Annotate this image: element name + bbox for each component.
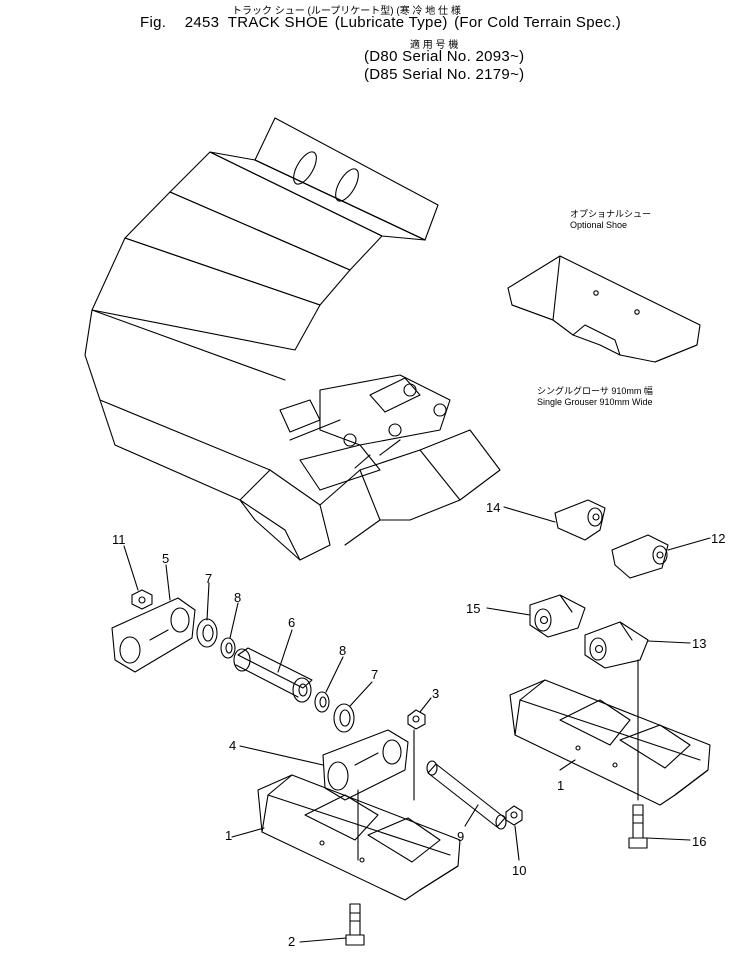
- part-11-nut: [132, 590, 152, 609]
- part-3-nut: [408, 710, 425, 729]
- serial-d85: (D85 Serial No. 2179~): [364, 66, 525, 83]
- callout-6: 6: [288, 615, 295, 630]
- callout-8-left: 8: [234, 590, 241, 605]
- type-paren: (Lubricate Type): [334, 14, 448, 31]
- part-8-spacer-right: [315, 692, 329, 712]
- callout-7-left: 7: [205, 571, 212, 586]
- grouser-label: Single Grouser 910mm Wide: [537, 397, 653, 407]
- leader-7-left: [207, 583, 209, 620]
- leader-5: [166, 565, 170, 600]
- header-kana-line: トラック シュー (ループリケート型) (寒 冷 地 仕 様: [232, 6, 461, 17]
- leader-16: [647, 838, 690, 840]
- callout-4: 4: [229, 738, 236, 753]
- callout-12: 12: [711, 531, 725, 546]
- part-4-link: [323, 730, 408, 800]
- callout-1-left: 1: [225, 828, 232, 843]
- callout-14: 14: [486, 500, 500, 515]
- grouser-kana: シングルグローサ 910mm 幅: [537, 385, 653, 396]
- part-7-seal-right: [334, 704, 354, 732]
- leader-1-right: [560, 760, 575, 770]
- leader-8-left: [230, 603, 238, 638]
- part-16-bolt: [629, 805, 647, 848]
- applicable-kana: 適 用 号 機: [410, 40, 459, 51]
- callout-labels: 11 5 7 8 6 8 7 3 4 1 9 10 2 14 12 15 13 …: [112, 500, 725, 949]
- optional-shoe-label: Optional Shoe: [570, 220, 627, 230]
- callout-13: 13: [692, 636, 706, 651]
- part-12-shim: [612, 535, 668, 578]
- optional-shoe: [508, 256, 700, 362]
- fig-number: 2453: [184, 14, 220, 31]
- callout-11: 11: [112, 532, 126, 547]
- part-1-shoe-right: [510, 680, 710, 805]
- leader-1-left: [232, 828, 264, 837]
- part-2-bolt: [346, 904, 364, 945]
- leader-9: [465, 805, 478, 826]
- callout-9: 9: [457, 829, 464, 844]
- callout-10: 10: [512, 863, 526, 878]
- part-13-shim: [585, 622, 648, 668]
- leader-8-right: [326, 657, 343, 692]
- serial-d80: (D80 Serial No. 2093~): [364, 48, 525, 65]
- leader-15: [487, 608, 530, 615]
- sprocket-track-assembly: [85, 118, 500, 560]
- part-9-pin: [427, 761, 506, 829]
- callout-5: 5: [162, 551, 169, 566]
- fig-label: Fig.: [140, 14, 167, 31]
- part-7-seal-left: [197, 619, 217, 647]
- callout-8-right: 8: [339, 643, 346, 658]
- spec-paren: (For Cold Terrain Spec.): [454, 14, 622, 31]
- callout-2: 2: [288, 934, 295, 949]
- part-10-nut: [506, 806, 522, 825]
- leader-12: [668, 538, 710, 550]
- leader-4: [240, 746, 323, 765]
- leader-3: [420, 698, 431, 712]
- figure-title: TRACK SHOE: [227, 14, 329, 31]
- leader-6: [278, 630, 292, 672]
- callout-15: 15: [466, 601, 480, 616]
- callout-1-right: 1: [557, 778, 564, 793]
- part-6-bushing: [234, 648, 312, 702]
- leader-14: [504, 507, 555, 522]
- optional-shoe-kana: オプショナルシュー: [570, 209, 651, 219]
- callout-16: 16: [692, 834, 706, 849]
- figure-title-line: Fig. 2453 TRACK SHOE (Lubricate Type) (F…: [140, 14, 621, 31]
- part-5-link: [112, 598, 195, 672]
- leader-7-right: [350, 682, 372, 706]
- callout-3: 3: [432, 686, 439, 701]
- leader-11: [124, 546, 138, 590]
- leader-2: [300, 938, 346, 942]
- leader-10: [515, 826, 519, 860]
- callout-7-right: 7: [371, 667, 378, 682]
- part-15-shim: [530, 595, 585, 637]
- part-8-spacer-left: [221, 638, 235, 658]
- leader-13: [648, 641, 690, 643]
- part-1-shoe-left: [258, 775, 460, 900]
- part-14-shim: [555, 500, 605, 540]
